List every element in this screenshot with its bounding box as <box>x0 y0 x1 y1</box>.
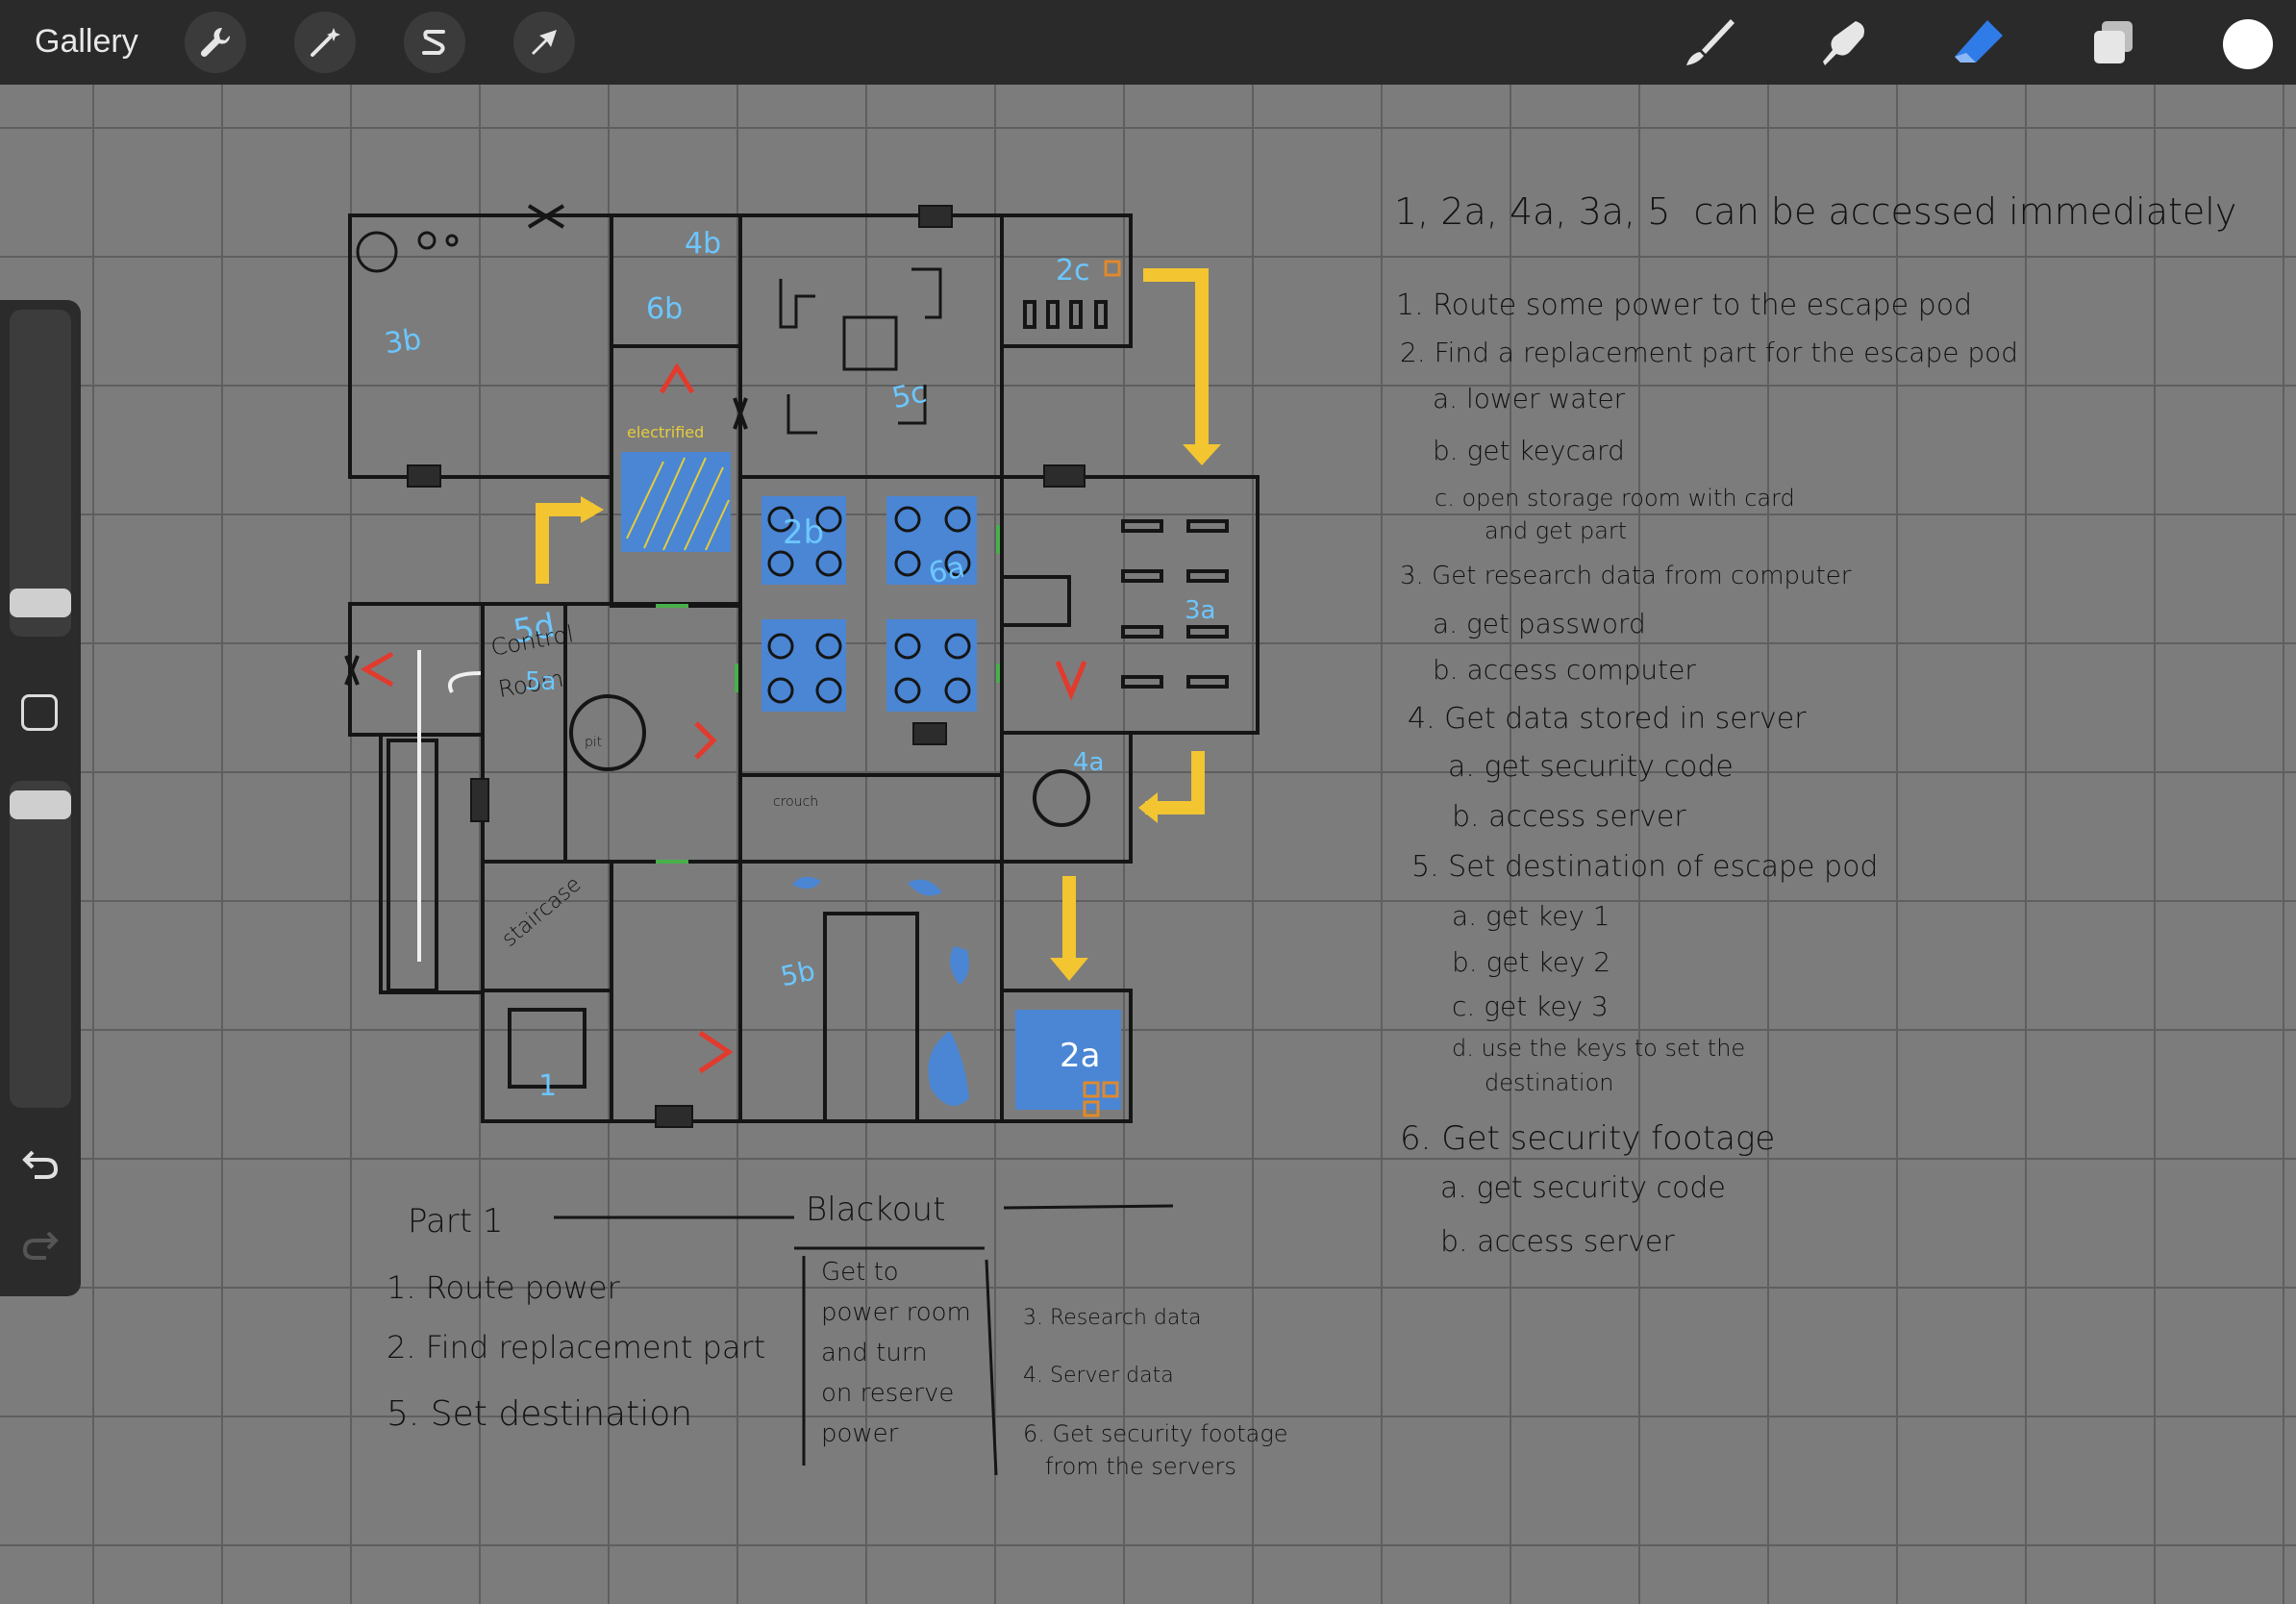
part1-item: 1. Route power <box>387 1269 620 1306</box>
opacity-slider[interactable] <box>10 781 71 1108</box>
transform-button[interactable] <box>513 12 575 73</box>
redo-icon <box>22 1231 59 1260</box>
smudge-finger-icon <box>1823 21 1864 65</box>
redo-button[interactable] <box>13 1217 67 1271</box>
blackout-instructions: Get to power room and turn on reserve po… <box>821 1258 971 1448</box>
layers-icon <box>2094 21 2133 63</box>
note-line: destination <box>1485 1069 1614 1096</box>
opacity-handle[interactable] <box>10 790 71 819</box>
room-label-5c: 5c <box>888 375 930 416</box>
note-line: a. lower water <box>1433 383 1626 414</box>
room-label-2a: 2a <box>1060 1037 1101 1075</box>
note-line: c. open storage room with card <box>1435 485 1795 512</box>
note-line: b. access server <box>1452 800 1686 834</box>
smudge-button[interactable] <box>1815 13 1873 71</box>
electrified-label: electrified <box>627 423 705 441</box>
note-line: 2. Find a replacement part for the escap… <box>1400 337 2019 368</box>
room-label-6b: 6b <box>646 292 684 326</box>
note-line: 3. Get research data from computer <box>1400 562 1852 590</box>
blackout-title: Blackout <box>806 1190 946 1229</box>
note-line: d. use the keys to set the <box>1452 1035 1746 1062</box>
pit-label: pit <box>585 735 603 750</box>
note-line: b. get key 2 <box>1452 946 1611 978</box>
arrow-cursor-icon <box>532 30 557 55</box>
room-label-3b: 3b <box>382 322 424 362</box>
note-line: a. get password <box>1433 608 1646 639</box>
drawing-canvas[interactable]: 3b 4b 6b 5c 2c electrified 2b 6a 3a 5d C… <box>0 85 2296 1604</box>
note-line: a. get security code <box>1448 750 1734 784</box>
room-label-3a: 3a <box>1185 596 1216 625</box>
actions-button[interactable] <box>185 12 246 73</box>
crouch-label: crouch <box>773 794 819 810</box>
part1-right-item: 4. Server data <box>1023 1364 1174 1388</box>
room-label-5a: 5a <box>525 667 557 696</box>
color-picker-swatch[interactable] <box>2223 19 2273 69</box>
brush-icon <box>1686 19 1734 65</box>
adjustments-button[interactable] <box>294 12 356 73</box>
eraser-icon <box>1955 20 2003 63</box>
layers-button[interactable] <box>2084 13 2142 71</box>
modify-button[interactable] <box>21 694 58 731</box>
selection-button[interactable] <box>404 12 465 73</box>
note-line: b. access server <box>1440 1225 1675 1259</box>
note-line: c. get key 3 <box>1452 990 1609 1022</box>
note-line: a. get security code <box>1440 1171 1726 1205</box>
wrench-icon <box>200 27 231 58</box>
brush-size-slider[interactable] <box>10 310 71 637</box>
room-label-1: 1 <box>538 1069 558 1103</box>
top-toolbar: Gallery <box>0 0 2296 85</box>
selection-s-icon <box>422 30 445 55</box>
note-line: 5. Set destination of escape pod <box>1411 850 1879 884</box>
room-label-2b: 2b <box>783 514 825 552</box>
part1-item: 5. Set destination <box>387 1394 693 1434</box>
brush-size-handle[interactable] <box>10 589 71 617</box>
part1-title: Part 1 <box>408 1202 504 1241</box>
note-line: b. access computer <box>1433 654 1696 686</box>
gallery-button[interactable]: Gallery <box>35 23 138 60</box>
part1-right-item: 3. Research data <box>1023 1306 1202 1330</box>
note-line: 1. Route some power to the escape pod <box>1396 288 1973 322</box>
floor-plan-drawing <box>344 204 1260 1476</box>
magic-wand-icon <box>311 28 340 57</box>
notes-header: 1, 2a, 4a, 3a, 5 can be accessed immedia… <box>1394 190 2237 233</box>
room-label-4a: 4a <box>1073 748 1105 777</box>
note-line: b. get keycard <box>1433 435 1625 466</box>
note-line: 6. Get security footage <box>1400 1119 1776 1158</box>
left-sidebar <box>0 300 81 1296</box>
room-label-2c: 2c <box>1056 254 1090 288</box>
part1-right-item: 6. Get security footage from the servers <box>1023 1420 1288 1480</box>
undo-button[interactable] <box>13 1137 67 1190</box>
note-line: and get part <box>1485 517 1628 544</box>
note-line: 4. Get data stored in server <box>1408 702 1807 736</box>
brush-button[interactable] <box>1681 13 1738 71</box>
note-line: a. get key 1 <box>1452 900 1610 932</box>
undo-icon <box>22 1150 59 1179</box>
eraser-button[interactable] <box>1950 13 2008 71</box>
room-label-4b: 4b <box>685 227 722 261</box>
part1-item: 2. Find replacement part <box>387 1329 766 1366</box>
